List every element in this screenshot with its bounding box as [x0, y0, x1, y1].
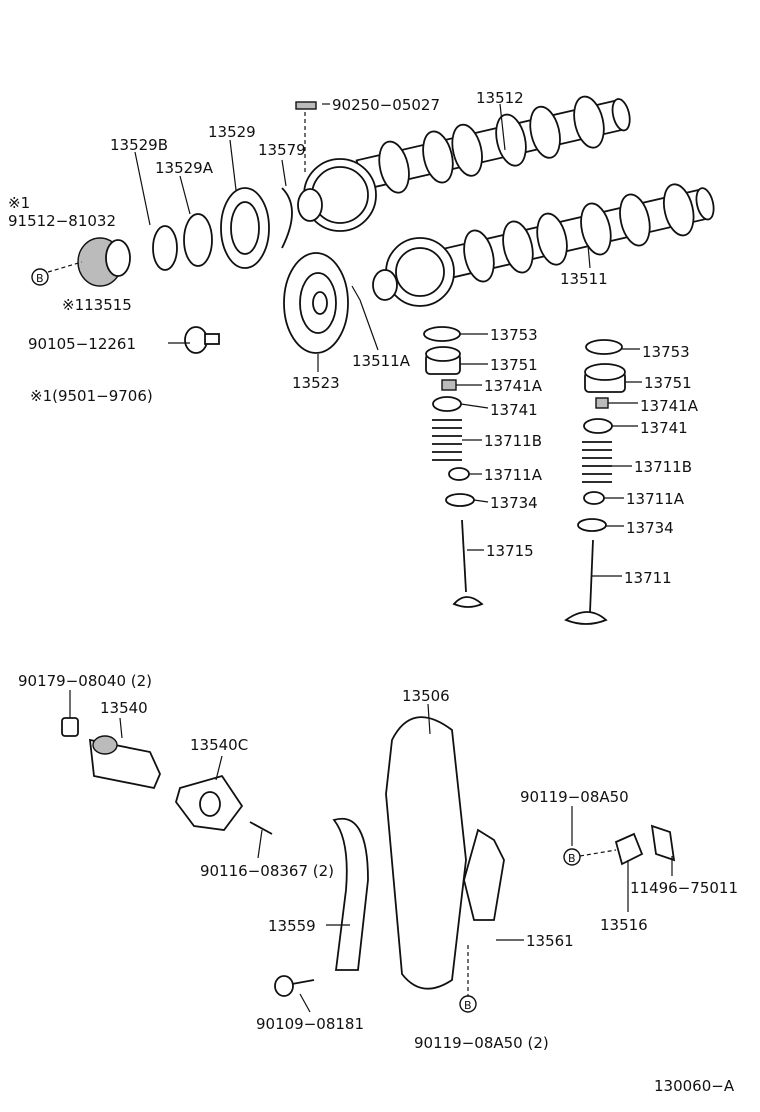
label-13511A: 13511A	[352, 352, 411, 370]
label-13529A: 13529A	[155, 159, 214, 177]
camshaft-13511	[372, 183, 715, 307]
svg-text:B: B	[568, 852, 576, 865]
label-13753-left: 13753	[490, 326, 538, 344]
footer-code: 130060−A	[654, 1077, 735, 1095]
valve-stack-left	[423, 326, 484, 608]
pin-13511A	[351, 285, 361, 301]
label-13734-right: 13734	[626, 519, 674, 537]
stud-90116-08367	[249, 821, 273, 835]
nut-90179-08040	[61, 717, 79, 737]
marker-b-2: B	[563, 848, 581, 866]
camshaft-13512	[297, 95, 631, 232]
spring-13579	[281, 187, 293, 249]
label-13561: 13561	[526, 932, 574, 950]
label-113515: ※113515	[62, 296, 132, 314]
label-90109-08181: 90109−08181	[256, 1015, 364, 1033]
plate-11496-75011	[650, 824, 676, 862]
label-13579: 13579	[258, 141, 306, 159]
label-13741A-right: 13741A	[640, 397, 699, 415]
label-13734-left: 13734	[490, 494, 538, 512]
label-13711B-left: 13711B	[484, 432, 542, 450]
label-13751-left: 13751	[490, 356, 538, 374]
svg-text:B: B	[464, 999, 472, 1012]
snap-ring-13529B	[152, 225, 178, 271]
damper-13516	[614, 832, 644, 866]
slipper-13559	[332, 817, 369, 971]
gear-113515	[77, 237, 131, 287]
svg-text:B: B	[36, 272, 44, 285]
label-13529: 13529	[208, 123, 256, 141]
label-91512-81032: 91512−81032	[8, 212, 116, 230]
bolt-90105-12261	[184, 326, 220, 354]
marker-b-3: B	[459, 995, 477, 1013]
label-13715: 13715	[486, 542, 534, 560]
label-note-range: ※1(9501−9706)	[30, 387, 153, 405]
gear-13529	[220, 187, 270, 269]
label-90119-08A50-2: 90119−08A50 (2)	[414, 1034, 549, 1052]
label-13512: 13512	[476, 89, 524, 107]
pin-90250-05027	[295, 101, 317, 110]
label-90105-12261: 90105−12261	[28, 335, 136, 353]
label-13711A-left: 13711A	[484, 466, 543, 484]
label-13751-right: 13751	[644, 374, 692, 392]
label-13741A-left: 13741A	[484, 377, 543, 395]
label-90179-08040: 90179−08040 (2)	[18, 672, 152, 690]
bolt-90109-08181	[274, 975, 315, 997]
label-13711B-right: 13711B	[634, 458, 692, 476]
label-13711A-right: 13711A	[626, 490, 685, 508]
label-13506: 13506	[402, 687, 450, 705]
damper-13561	[463, 828, 505, 921]
sprocket-13523	[283, 252, 349, 354]
gasket-13540C	[175, 774, 244, 831]
washer-13529A	[183, 213, 213, 267]
label-13540C: 13540C	[190, 736, 248, 754]
label-13753-right: 13753	[642, 343, 690, 361]
label-90250-05027: 90250−05027	[332, 96, 440, 114]
label-11496-75011: 11496−75011	[630, 879, 738, 897]
chain-13506	[385, 716, 467, 990]
leader-lines	[47, 103, 673, 1013]
marker-b-1: B	[31, 268, 49, 286]
label-note-1: ※1	[8, 194, 30, 212]
label-13741-right: 13741	[640, 419, 688, 437]
label-13711: 13711	[624, 569, 672, 587]
label-13741-left: 13741	[490, 401, 538, 419]
label-13523: 13523	[292, 374, 340, 392]
valve-stack-right	[564, 339, 626, 625]
label-13540: 13540	[100, 699, 148, 717]
label-13511: 13511	[560, 270, 608, 288]
label-13516: 13516	[600, 916, 648, 934]
tensioner-13540	[88, 735, 161, 790]
label-13559: 13559	[268, 917, 316, 935]
label-90119-08A50: 90119−08A50	[520, 788, 629, 806]
label-90116-08367: 90116−08367 (2)	[200, 862, 334, 880]
label-13529B: 13529B	[110, 136, 168, 154]
